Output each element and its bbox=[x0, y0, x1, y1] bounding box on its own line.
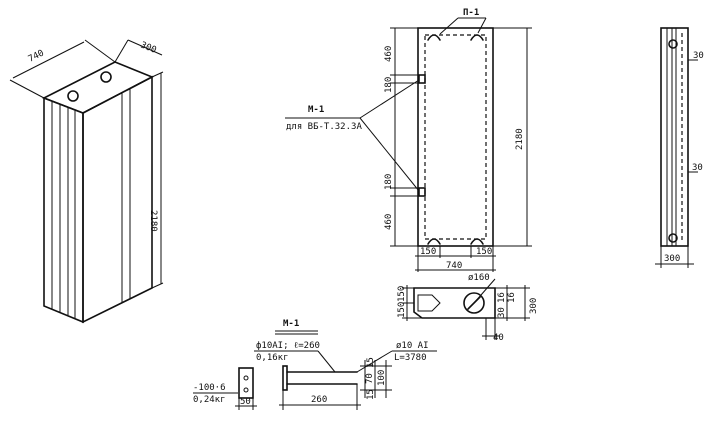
section-total-dim: 300 bbox=[529, 298, 539, 314]
section-outline bbox=[413, 287, 496, 319]
lower-slot-dim: 180 bbox=[384, 174, 394, 190]
detail-dim-100: 100 bbox=[377, 370, 387, 386]
section-right-b-dim: 16 bbox=[507, 292, 517, 303]
iso-lifting-hole bbox=[100, 71, 112, 83]
plate-weight: 0,24кг bbox=[193, 395, 226, 405]
loop-label: П-1 bbox=[463, 8, 479, 18]
rod-weight: 0,16кг bbox=[256, 353, 289, 363]
embedded-part bbox=[418, 74, 426, 84]
rod-spec: ф10АI; ℓ=260 bbox=[256, 341, 320, 351]
panel-section: ø160 150 150 16 16 30 300 40 bbox=[397, 273, 539, 343]
rod-length-dim: 260 bbox=[311, 395, 327, 405]
iso-depth-dim: 300 bbox=[139, 41, 158, 56]
embed-note: для ВБ-Т.32.3А bbox=[286, 122, 362, 132]
side-mid-dim: 30 bbox=[692, 163, 703, 173]
section-right-c-dim: 30 bbox=[497, 307, 507, 318]
section-hole bbox=[463, 292, 485, 314]
lifting-loop bbox=[470, 238, 484, 245]
iso-side-face bbox=[82, 75, 153, 324]
embedded-part bbox=[418, 187, 426, 197]
detail-dim-70: 70 bbox=[365, 373, 375, 384]
plate-width-dim: 50 bbox=[240, 397, 251, 407]
detail-dim-15a: 15 bbox=[366, 357, 376, 368]
slot-dim: 180 bbox=[384, 77, 394, 93]
section-bottom-dim: 40 bbox=[493, 333, 504, 343]
iso-front-face bbox=[43, 96, 84, 324]
front-panel-outline bbox=[417, 27, 494, 247]
right-edge-dim: 150 bbox=[476, 247, 492, 257]
bar-length: L=3780 bbox=[394, 353, 427, 363]
front-height-dim: 2180 bbox=[515, 128, 525, 150]
iso-lifting-hole bbox=[67, 90, 79, 102]
detail-title: М-1 bbox=[283, 319, 299, 329]
iso-panel-view: 740 300 2180 bbox=[9, 39, 164, 324]
bar-spec: ø10 АI bbox=[396, 341, 429, 351]
bottom-offset-dim: 460 bbox=[384, 214, 394, 230]
iso-height-dim: 2180 bbox=[148, 210, 158, 232]
side-panel-outline bbox=[660, 27, 689, 247]
top-offset-dim: 460 bbox=[384, 46, 394, 62]
detail-rod-head bbox=[282, 365, 288, 391]
embed-label: М-1 bbox=[308, 105, 324, 115]
lifting-loop bbox=[427, 34, 441, 41]
plate-spec: -100·6 bbox=[193, 383, 226, 393]
section-left-top-dim: 150 bbox=[397, 286, 407, 302]
side-top-dim: 30 bbox=[693, 51, 704, 61]
detail-dim-15b: 15 bbox=[366, 389, 376, 400]
section-right-a-dim: 16 bbox=[497, 292, 507, 303]
embed-detail: М-1 50 -100·6 0,24кг ф10АI; ℓ=260 0,16кг… bbox=[193, 319, 437, 410]
side-panel-view: 30 30 300 bbox=[655, 27, 704, 268]
hole-dim: ø160 bbox=[468, 273, 490, 283]
detail-plate bbox=[238, 367, 254, 399]
side-width-dim: 300 bbox=[664, 254, 680, 264]
front-reinforcement bbox=[424, 34, 487, 240]
section-left-bottom-dim: 150 bbox=[397, 302, 407, 318]
lifting-loop bbox=[470, 34, 484, 41]
front-width-dim: 740 bbox=[446, 261, 462, 271]
left-edge-dim: 150 bbox=[420, 247, 436, 257]
lifting-loop bbox=[427, 238, 441, 245]
front-panel-view: П-1 460 180 180 460 2180 150 150 740 М-1 bbox=[285, 8, 532, 272]
